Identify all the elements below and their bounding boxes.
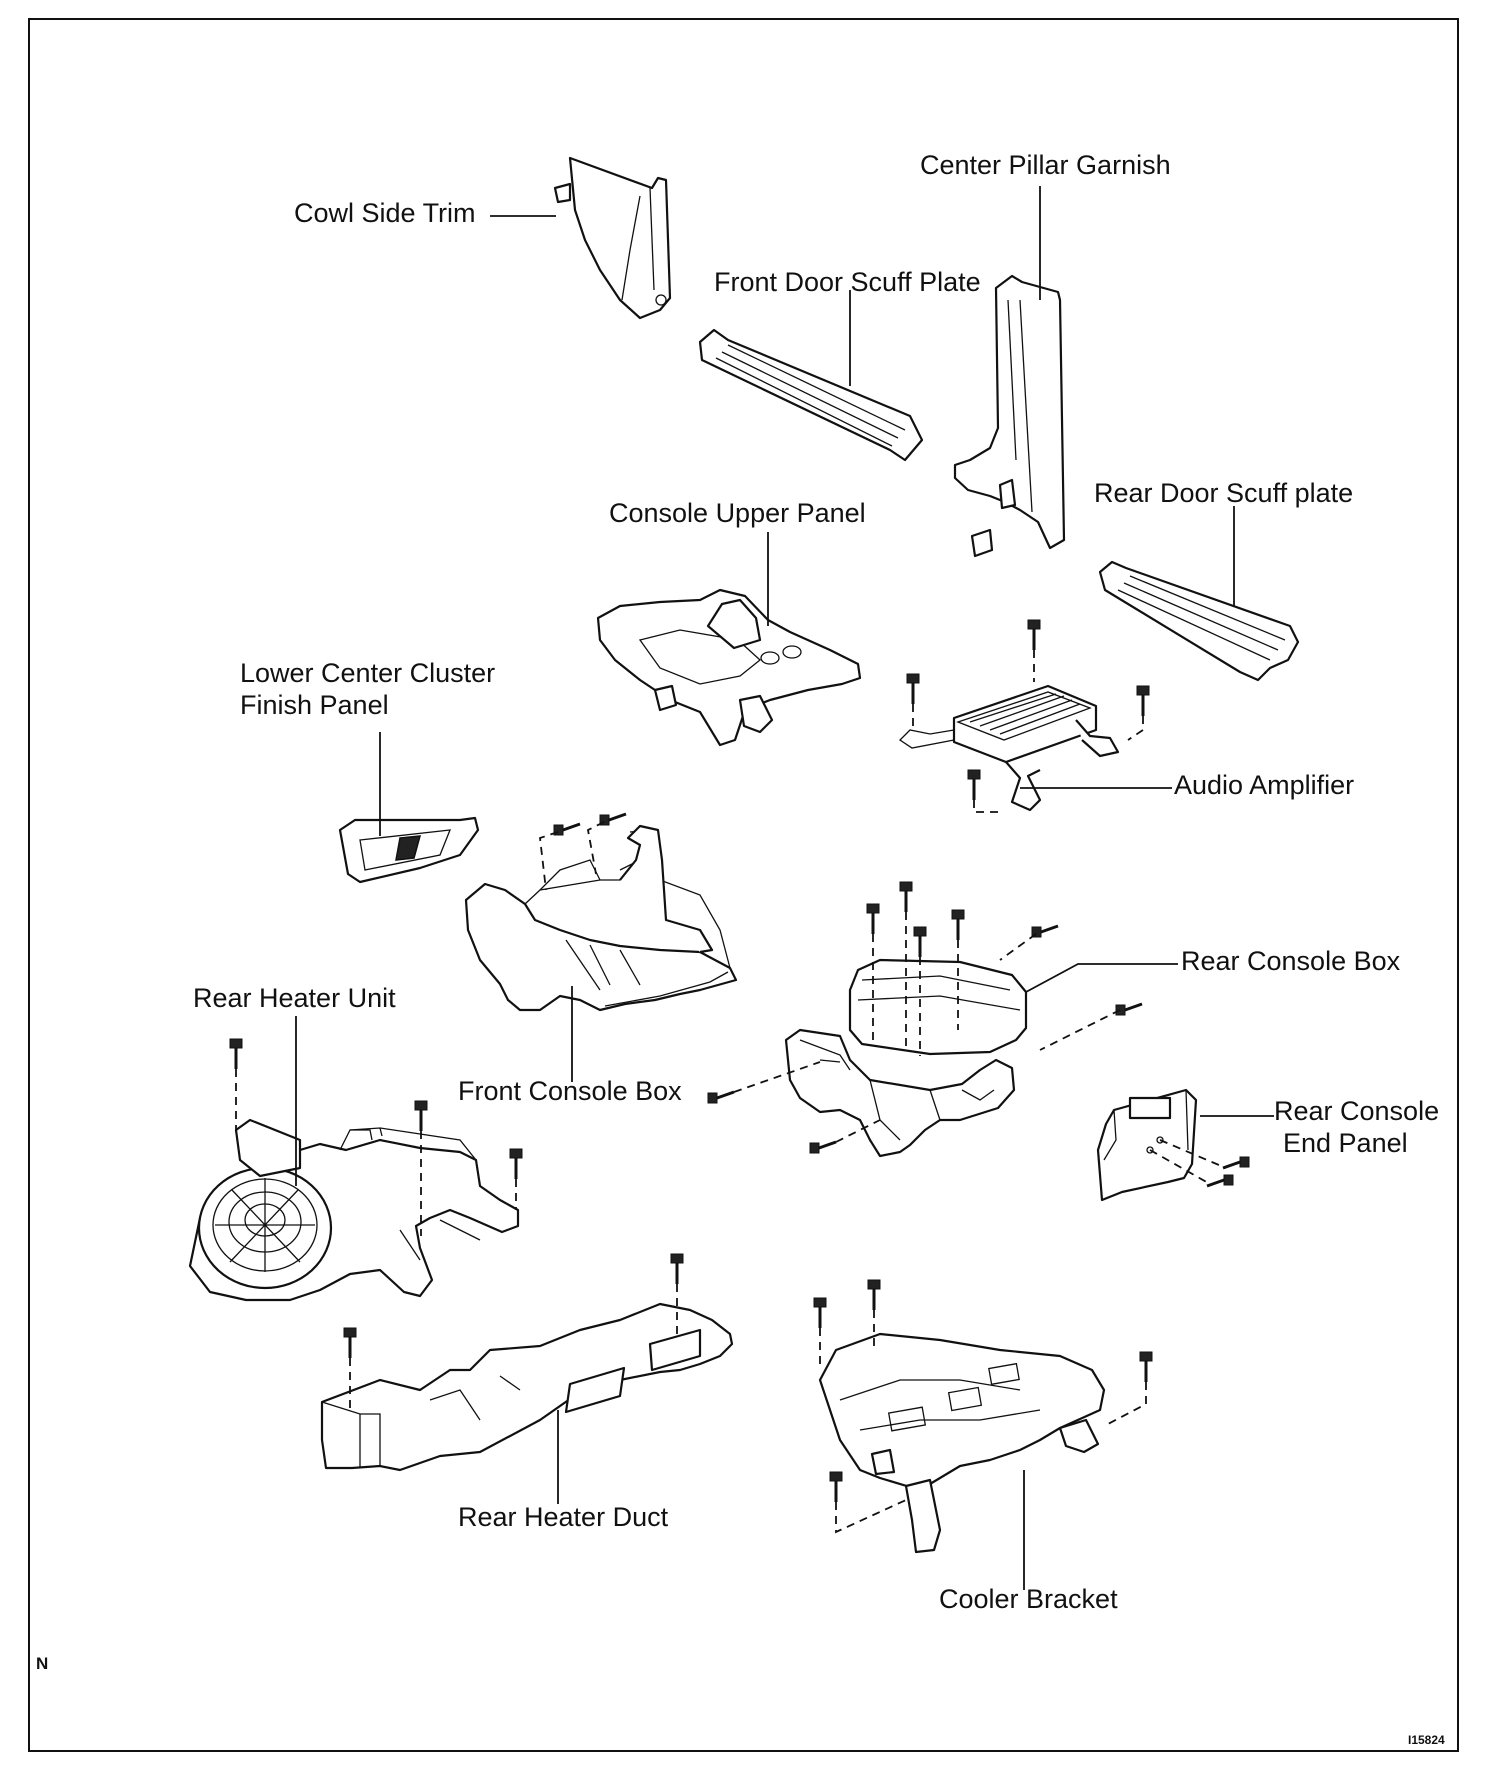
label-rear-heater-duct: Rear Heater Duct [458,1502,669,1532]
label-cowl-side-trim: Cowl Side Trim [294,198,476,228]
label-lower-center-cluster-line1: Lower Center Cluster [240,658,496,688]
lower-center-cluster-finish-panel-part [338,816,480,884]
front-door-scuff-plate-part [698,328,924,462]
label-rear-door-scuff-plate: Rear Door Scuff plate [1094,478,1354,508]
cowl-side-trim-part [553,156,672,320]
label-front-console-box: Front Console Box [458,1076,682,1106]
corner-mark: N [36,1654,49,1673]
label-rear-console-end-panel-line1: Rear Console [1274,1096,1440,1126]
label-center-pillar-garnish: Center Pillar Garnish [920,150,1171,180]
figure-id: I15824 [1408,1733,1445,1747]
audio-amplifier-part [898,618,1151,813]
cooler-bracket-part [812,1278,1154,1554]
rear-heater-unit-part [188,1037,524,1302]
rear-heater-duct-part [320,1252,734,1472]
center-pillar-garnish-part [953,274,1066,558]
label-front-door-scuff-plate: Front Door Scuff Plate [714,267,981,297]
rear-door-scuff-plate-part [1098,560,1300,682]
console-upper-panel-part [596,588,862,747]
label-rear-console-end-panel-line2: End Panel [1283,1128,1408,1158]
label-console-upper-panel: Console Upper Panel [609,498,866,528]
label-lower-center-cluster-line2: Finish Panel [240,690,389,720]
label-rear-console-box: Rear Console Box [1181,946,1401,976]
leader-lines [295,186,1274,1590]
front-console-box-part [464,812,738,1012]
rear-console-end-panel-part [1096,1088,1251,1202]
rear-console-box-part [706,880,1144,1158]
label-rear-heater-unit: Rear Heater Unit [193,983,396,1013]
label-cooler-bracket: Cooler Bracket [939,1584,1118,1614]
diagram-frame [28,18,1459,1752]
label-audio-amplifier: Audio Amplifier [1174,770,1355,800]
